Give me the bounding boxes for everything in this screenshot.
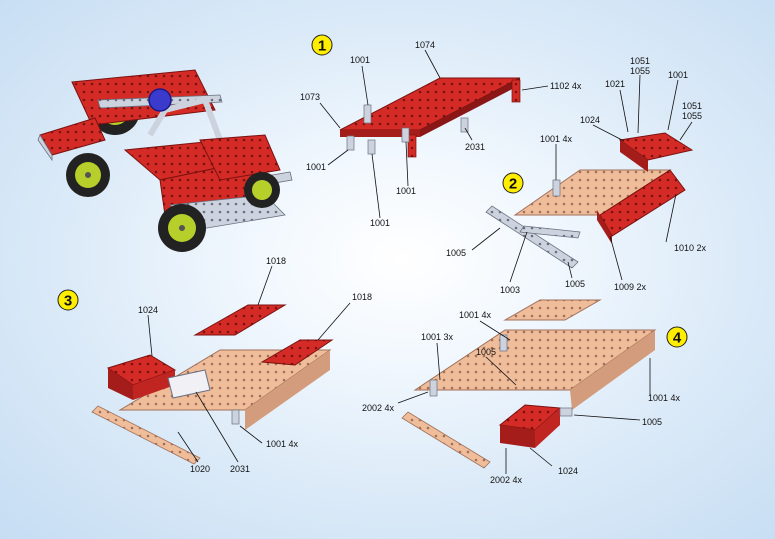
part-label: 1001 (350, 55, 370, 65)
part-label: 1010 2x (674, 243, 707, 253)
step-badge-3: 3 (57, 289, 79, 311)
part-label: 1001 4x (459, 310, 492, 320)
step-3-labels: 1018 1018 1024 1001 4x 1020 2031 (138, 256, 372, 474)
finished-car-illustration (37, 69, 293, 252)
step-number: 1 (318, 38, 326, 55)
step-4-assembly (401, 299, 657, 469)
part-label: 1001 (396, 186, 416, 196)
part-label: 1001 (668, 70, 688, 80)
step-3-assembly (91, 304, 334, 465)
part-label: 1001 3x (421, 332, 454, 342)
part-label: 1009 2x (614, 282, 647, 292)
callout-leader-lines (147, 49, 693, 474)
part-label: 1005 (642, 417, 662, 427)
part-label: 1055 (630, 66, 650, 76)
part-label: 2002 4x (362, 403, 395, 413)
step-2-assembly (485, 132, 694, 269)
part-label: 1073 (300, 92, 320, 102)
part-label: 1020 (190, 464, 210, 474)
part-label: 1024 (580, 115, 600, 125)
part-label: 1005 (565, 279, 585, 289)
part-label: 1102 4x (550, 81, 582, 91)
part-label: 1051 (682, 101, 702, 111)
part-label: 1001 (306, 162, 326, 172)
step-4-labels: 1001 4x 1005 1001 3x 2002 4x 1001 4x 100… (362, 310, 681, 485)
part-label: 1018 (352, 292, 372, 302)
part-label: 1074 (415, 40, 435, 50)
step-1-assembly (339, 77, 521, 158)
part-label: 1003 (500, 285, 520, 295)
part-label: 1001 4x (540, 134, 573, 144)
step-badge-1: 1 (311, 34, 333, 56)
part-label: 1005 (476, 347, 496, 357)
part-label: 1055 (682, 111, 702, 121)
part-label: 1005 (446, 248, 466, 258)
part-label: 1001 4x (266, 439, 299, 449)
part-label: 1024 (558, 466, 578, 476)
part-label: 2031 (230, 464, 250, 474)
step-1-labels: 1001 1074 1073 1102 4x 1001 2031 1001 10… (300, 40, 582, 228)
step-number: 3 (64, 293, 72, 310)
part-label: 1051 (630, 56, 650, 66)
part-label: 1001 4x (648, 393, 681, 403)
part-label: 2031 (465, 142, 485, 152)
part-label: 1021 (605, 79, 625, 89)
part-label: 2002 4x (490, 475, 523, 485)
part-label: 1018 (266, 256, 286, 266)
step-2-labels: 1051 1055 1021 1001 1051 1055 1024 1001 … (446, 56, 707, 295)
part-label: 1024 (138, 305, 158, 315)
step-badge-4: 4 (666, 326, 688, 348)
step-badge-2: 2 (502, 172, 524, 194)
step-number: 4 (673, 330, 682, 347)
step-number: 2 (509, 176, 517, 193)
part-label: 1001 (370, 218, 390, 228)
